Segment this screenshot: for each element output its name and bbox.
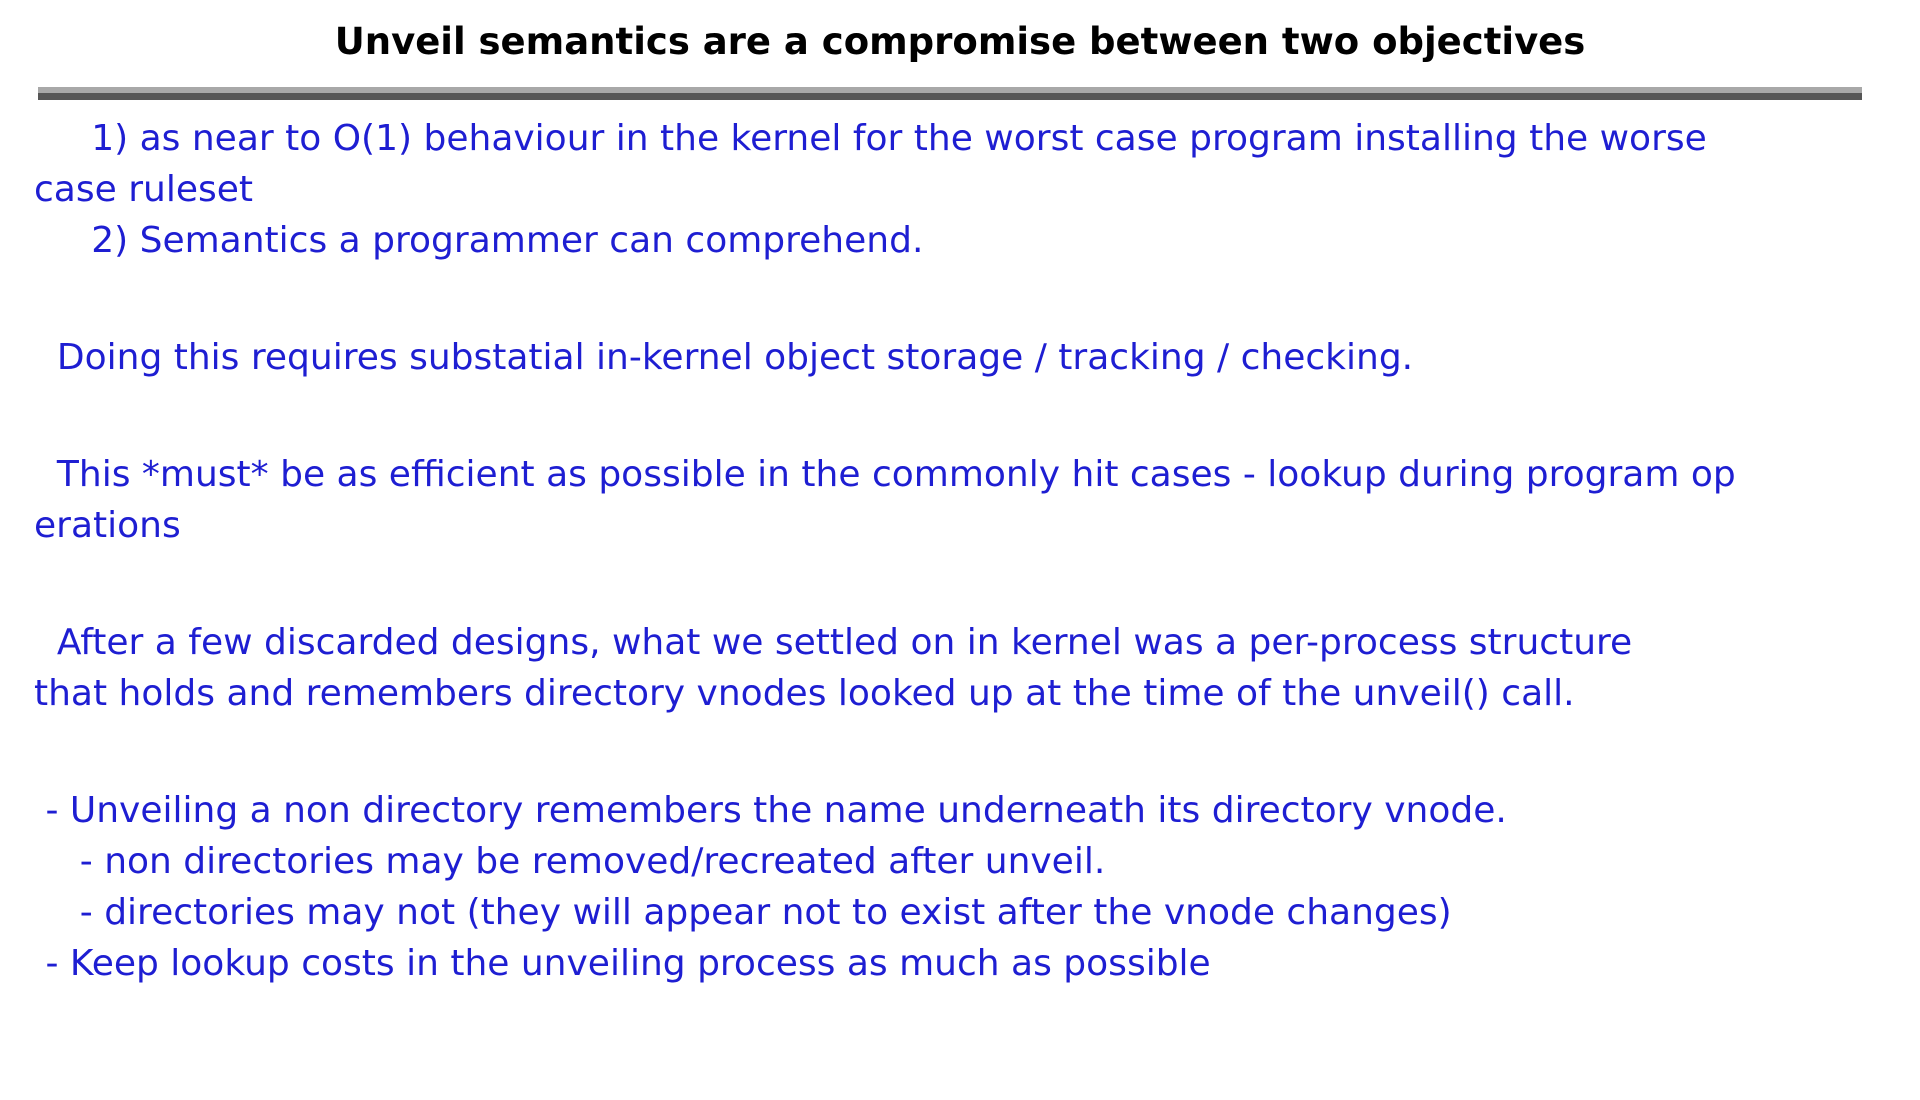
paragraph: 1) as near to O(1) behaviour in the kern…: [34, 113, 1920, 266]
text-line: 2) Semantics a programmer can comprehend…: [34, 220, 924, 261]
text-line: Doing this requires substatial in-kernel…: [34, 337, 1414, 378]
text-line: - non directories may be removed/recreat…: [34, 841, 1106, 882]
slide-body: 1) as near to O(1) behaviour in the kern…: [0, 113, 1920, 989]
title-divider-top-line: [38, 87, 1862, 93]
text-line: - Keep lookup costs in the unveiling pro…: [34, 943, 1211, 984]
text-line: erations: [34, 505, 181, 546]
title-divider-bottom-line: [38, 93, 1862, 100]
title-divider: [38, 87, 1862, 100]
text-line: After a few discarded designs, what we s…: [34, 622, 1633, 663]
text-line: that holds and remembers directory vnode…: [34, 673, 1575, 714]
text-line: This *must* be as efficient as possible …: [34, 454, 1736, 495]
slide: Unveil semantics are a compromise betwee…: [0, 20, 1920, 1100]
slide-title: Unveil semantics are a compromise betwee…: [334, 20, 1586, 63]
text-line: case ruleset: [34, 169, 253, 210]
text-line: - directories may not (they will appear …: [34, 892, 1452, 933]
paragraph: - Unveiling a non directory remembers th…: [34, 785, 1920, 989]
paragraph: This *must* be as efficient as possible …: [34, 449, 1920, 551]
paragraph: Doing this requires substatial in-kernel…: [34, 332, 1920, 383]
text-line: - Unveiling a non directory remembers th…: [34, 790, 1507, 831]
paragraph: After a few discarded designs, what we s…: [34, 617, 1920, 719]
text-line: 1) as near to O(1) behaviour in the kern…: [34, 118, 1707, 159]
